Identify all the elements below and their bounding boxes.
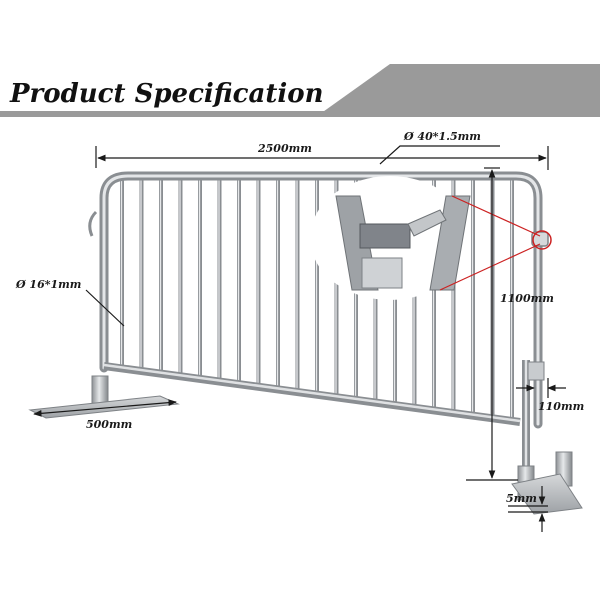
dim-foot-line: [33, 399, 177, 417]
label-foot-offset: 110mm: [538, 400, 584, 413]
clamp-detail: [310, 176, 552, 300]
callout-line-top: [451, 195, 541, 237]
right-connector: [531, 231, 549, 247]
banner-shape: [320, 64, 600, 114]
right-foot: [511, 451, 583, 515]
label-length: 2500mm: [257, 142, 312, 155]
dim-toptube-leader: [379, 145, 500, 165]
dimension-labels: 2500mm Ø 40*1.5mm 1100mm Ø 16*1mm 500mm …: [15, 130, 584, 505]
label-infill-tube: Ø 16*1mm: [15, 278, 81, 291]
clamp-tube-right: [429, 195, 471, 291]
label-plate-thickness: 5mm: [506, 492, 537, 505]
label-foot-length: 500mm: [86, 418, 132, 431]
right-foot-plate: [511, 473, 583, 515]
callout-circle: [532, 230, 552, 250]
page-title: Product Specification: [9, 79, 324, 109]
frame-bottom-rail-highlight: [103, 363, 521, 423]
right-clip: [527, 361, 545, 381]
barricade: [28, 171, 583, 515]
clamp-plate: [361, 257, 403, 289]
dim-infill-leader: [85, 289, 125, 327]
left-foot: [28, 375, 180, 419]
label-height: 1100mm: [500, 292, 554, 305]
frame-top-rail-highlight: [102, 174, 540, 426]
dimension-lines: [33, 145, 566, 532]
label-top-tube: Ø 40*1.5mm: [403, 130, 481, 143]
clamp-bracket: [359, 223, 411, 249]
clamp-arm: [407, 209, 447, 237]
header-banner: Product Specification: [0, 64, 600, 117]
infill-bars: [120, 180, 514, 421]
left-hook: [88, 210, 98, 237]
